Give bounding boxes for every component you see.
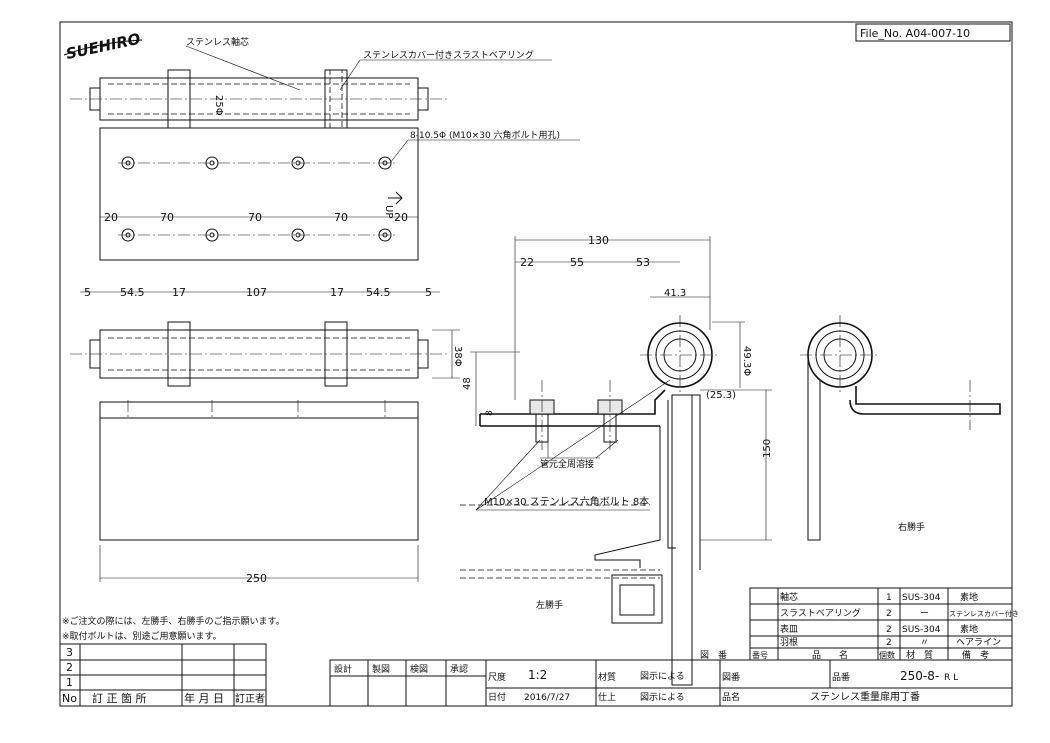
product-name: ステンレス重量扉用丁番 [810,690,920,703]
label-dia-38: 38Φ [452,346,463,367]
part-no-3: 2 [886,625,892,635]
material-value: 図示による [640,671,685,682]
rev-row-3: 3 [66,646,73,659]
suehiro-logo: SUEHIRO [63,30,142,63]
side-dim-48: 48 [462,377,473,390]
product-no-label: 品番 [832,671,850,683]
side-dim-22: 22 [520,256,534,269]
front-dim-5: 54.5 [366,286,391,299]
name-label: 品名 [722,691,740,703]
date-value: 2016/7/27 [524,693,570,703]
drawing-no-label: 図番 [722,671,740,683]
file-number: File_No. A04-007-10 [860,27,970,40]
file-number-box [855,23,1011,42]
finish-label: 仕上 [598,691,616,703]
rev-row-2: 2 [66,661,73,674]
part-note-2: ステンレスカバー付き [949,609,1019,618]
product-no: 250-8- [900,669,939,683]
part-material-4: 〃 [920,638,929,648]
part-material-1: SUS-304 [902,593,941,603]
parts-header-material: 材 質 [906,649,933,661]
note-1: ※ご注文の際には、左勝手、右勝手のご指示願います。 [62,615,285,627]
up-mark: UP [383,205,394,218]
material-label: 材質 [598,671,616,683]
side-dim-8: 8 [485,410,495,416]
label-holes: 8-10.5Φ (M10×30 六角ボルト用孔) [410,129,560,141]
parts-header-note: 備 考 [962,649,989,661]
front-dim-3: 107 [246,286,267,299]
side-dim-150: 150 [762,439,773,458]
front-dim-1: 54.5 [120,286,145,299]
rev-header-date: 年 月 日 [184,691,224,705]
side-dim-253: (25.3) [706,390,736,401]
mounting-holes [118,156,395,242]
part-note-4: ヘアライン [956,637,1001,648]
parts-header-no: 番号 [752,650,768,660]
revision-table: 3 2 1 No 訂 正 箇 所 年 月 日 訂正者 [59,643,267,707]
label-bolts: M10×30 ステンレス六角ボルト 8本 [484,495,649,508]
parts-header-qty: 個数 [879,650,895,660]
part-material-3: SUS-304 [902,625,941,635]
label-dia-25: 25Φ [213,95,224,116]
parts-header-name: 品 名 [812,649,848,661]
side-dim-130: 130 [588,234,609,247]
part-name-2: スラストベアリング [780,607,861,619]
rev-row-1: 1 [66,676,73,689]
part-no-4: 2 [886,638,892,648]
side-view-right: 右勝手 [800,315,1001,541]
scale-value: 1:2 [528,668,547,682]
part-note-1: 素地 [960,591,978,603]
side-dim-55: 55 [570,256,584,269]
label-right-hand: 右勝手 [898,521,925,533]
role-design: 設計 [334,663,352,675]
part-name-4: 羽根 [780,636,798,648]
side-dim-493: 49.3Φ [741,346,752,376]
role-drafting: 製図 [372,663,390,675]
label-thrust-bearing: ステンレスカバー付きスラストベアリング [363,49,534,61]
top-view: 20 70 70 70 20 UP 25Φ ステンレス軸芯 ステンレスカバー付き… [70,36,580,261]
front-dim-4: 17 [330,286,344,299]
rev-header-editor: 訂正者 [235,692,265,705]
part-no-1: 1 [886,593,892,603]
label-left-hand: 左勝手 [536,599,563,611]
front-dim-2: 17 [172,286,186,299]
note-2: ※取付ボルトは、別途ご用意願います。 [62,630,222,642]
front-dim-6: 5 [425,286,432,299]
side-dim-413: 41.3 [664,288,686,299]
part-note-3: 素地 [960,623,978,635]
front-dim-0: 5 [84,286,91,299]
top-dim-2: 70 [248,211,262,224]
product-rl: R L [944,673,958,683]
role-approval: 承認 [450,663,468,675]
label-shaft: ステンレス軸芯 [186,36,249,48]
parts-header-drawing-no: 図 番 [700,649,727,661]
rev-header-location: 訂 正 箇 所 [92,691,147,705]
top-dim-3: 70 [334,211,348,224]
label-weld: 管元全周溶接 [540,458,594,470]
front-width: 250 [246,572,267,585]
title-block: 設計 製図 検図 承認 尺度 1:2 材質 図示による 図番 品番 250-8-… [329,659,1013,707]
parts-list: 軸芯 1 SUS-304 素地 スラストベアリング 2 ー ステンレスカバー付き… [700,587,1019,661]
scale-label: 尺度 [488,671,506,683]
part-name-1: 軸芯 [780,591,798,603]
role-check: 検図 [410,663,428,675]
top-dim-1: 70 [160,211,174,224]
finish-value: 図示による [640,692,685,703]
part-name-3: 表皿 [780,623,798,635]
front-view: 5 54.5 17 107 17 54.5 5 38Φ 250 [70,286,463,585]
side-dim-53: 53 [636,256,650,269]
top-dim-4: 20 [394,211,408,224]
logo-text: SUEHIRO [64,30,142,63]
side-view-left: 130 22 55 53 41.3 49.3Φ (25.3) 48 8 [460,234,773,686]
part-no-2: 2 [886,609,892,619]
part-material-2: ー [920,609,929,619]
rev-header-no: No [62,692,77,705]
top-dim-0: 20 [104,211,118,224]
date-label: 日付 [488,692,506,703]
